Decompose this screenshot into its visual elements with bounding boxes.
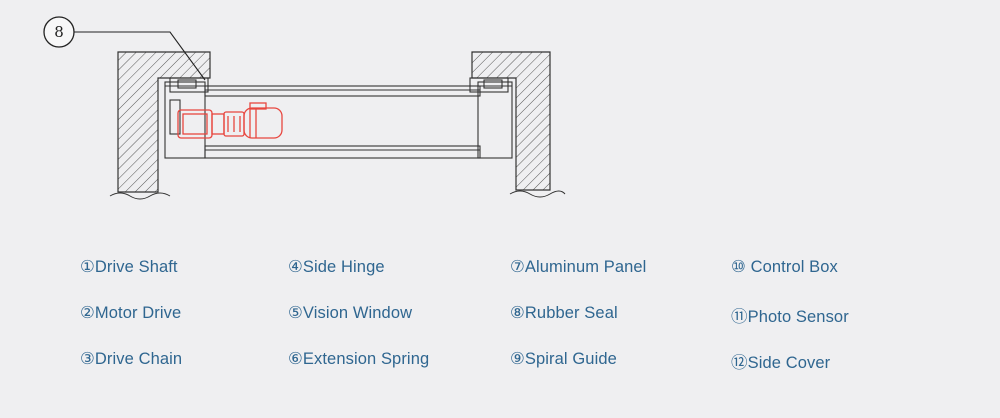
legend-item: ⑪Photo Sensor bbox=[731, 303, 849, 327]
door-section-diagram: 8 bbox=[43, 16, 566, 200]
legend-label: Rubber Seal bbox=[524, 304, 618, 322]
legend-marker: ⑫ bbox=[731, 354, 748, 372]
right-frame bbox=[469, 77, 513, 159]
legend-marker: ⑪ bbox=[731, 308, 748, 326]
left-wall bbox=[109, 51, 211, 200]
legend-item: ⑦Aluminum Panel bbox=[510, 257, 646, 277]
legend-label: Photo Sensor bbox=[747, 308, 849, 326]
legend-label: Drive Shaft bbox=[94, 258, 178, 276]
legend-label: Drive Chain bbox=[94, 350, 183, 368]
legend-item: ⑧Rubber Seal bbox=[510, 303, 618, 323]
legend-item: ⑩ Control Box bbox=[731, 257, 838, 277]
legend-label: Side Cover bbox=[747, 354, 831, 372]
legend-label: Extension Spring bbox=[302, 350, 430, 368]
door-panel bbox=[204, 85, 481, 159]
legend-item: ⑫Side Cover bbox=[731, 349, 830, 373]
legend-item: ④Side Hinge bbox=[288, 257, 385, 277]
legend-item: ②Motor Drive bbox=[80, 303, 181, 323]
legend-label: Motor Drive bbox=[94, 304, 182, 322]
legend-marker: ⑤ bbox=[288, 304, 303, 322]
callout-8: 8 bbox=[43, 16, 206, 81]
legend-marker: ② bbox=[80, 304, 95, 322]
legend-label: Aluminum Panel bbox=[524, 258, 647, 276]
legend-item: ⑥Extension Spring bbox=[288, 349, 429, 369]
legend-marker: ⑧ bbox=[510, 304, 525, 322]
legend-marker: ⑩ bbox=[731, 258, 746, 276]
right-wall bbox=[471, 51, 566, 198]
legend-marker: ⑨ bbox=[510, 350, 525, 368]
legend-item: ⑤Vision Window bbox=[288, 303, 412, 323]
legend-label: Side Hinge bbox=[302, 258, 385, 276]
legend-label: Vision Window bbox=[302, 304, 413, 322]
legend-marker: ⑥ bbox=[288, 350, 303, 368]
legend-item: ①Drive Shaft bbox=[80, 257, 178, 277]
legend-marker: ⑦ bbox=[510, 258, 525, 276]
legend-marker: ③ bbox=[80, 350, 95, 368]
legend-marker: ① bbox=[80, 258, 95, 276]
legend-label: Control Box bbox=[745, 258, 838, 276]
legend-label: Spiral Guide bbox=[524, 350, 617, 368]
legend-item: ③Drive Chain bbox=[80, 349, 182, 369]
left-frame bbox=[164, 77, 209, 159]
legend-item: ⑨Spiral Guide bbox=[510, 349, 617, 369]
callout-number: 8 bbox=[54, 23, 64, 41]
legend-marker: ④ bbox=[288, 258, 303, 276]
motor-drive bbox=[177, 102, 283, 139]
